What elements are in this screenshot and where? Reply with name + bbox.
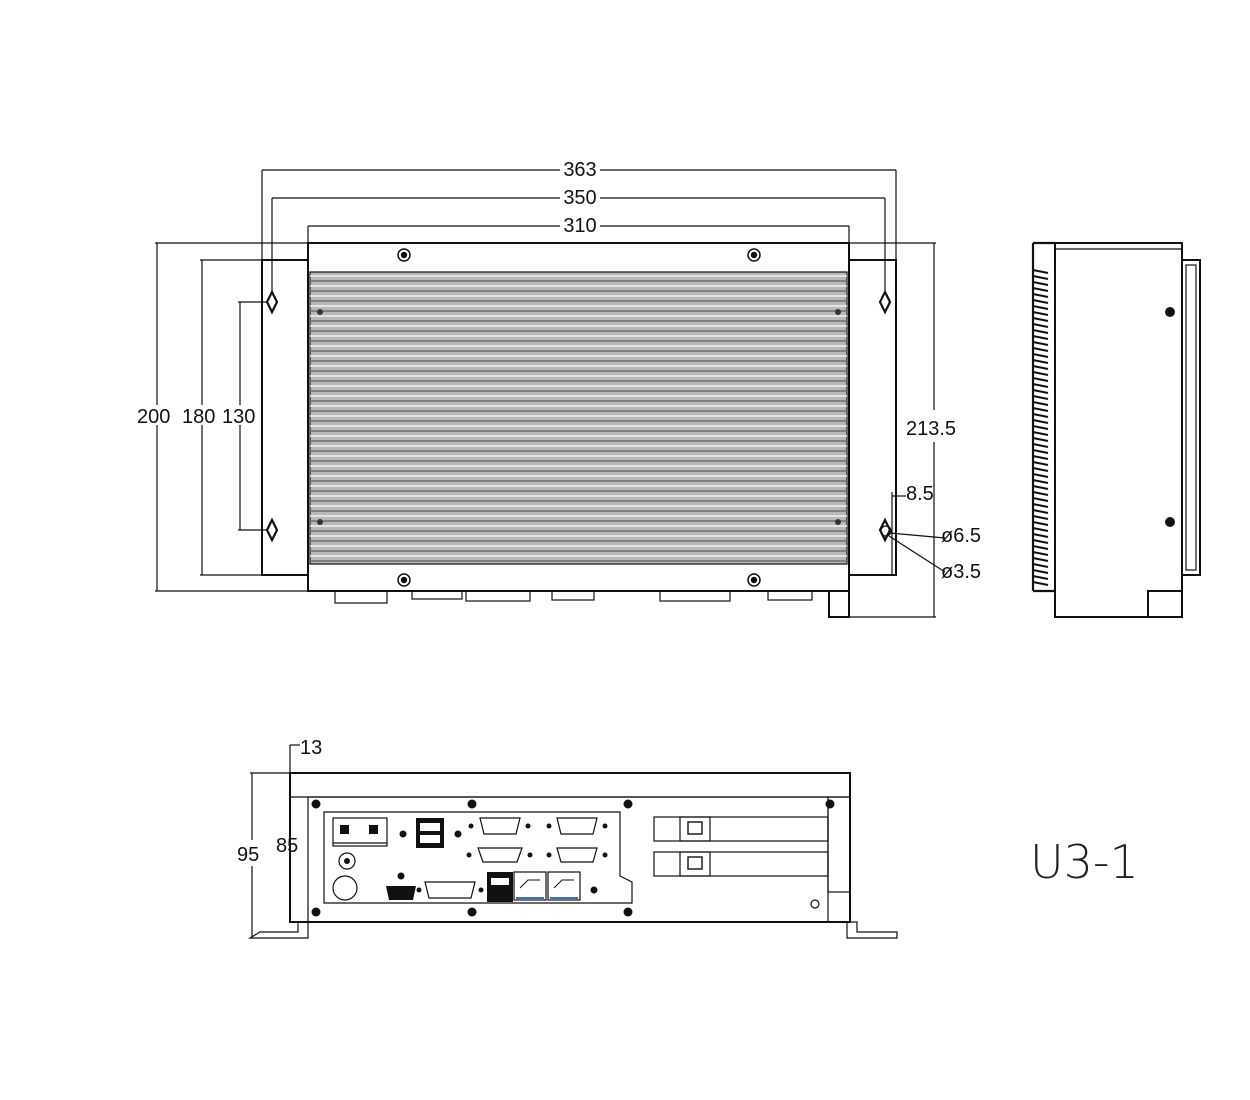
side-fin-line: [1032, 395, 1049, 400]
side-fin-line: [1032, 335, 1049, 340]
side-fin-line: [1032, 443, 1049, 448]
side-fin-line: [1032, 401, 1049, 406]
side-fin-line: [1032, 281, 1049, 286]
side-fin-line: [1032, 515, 1049, 520]
front-view: 13 95 85: [237, 737, 898, 939]
front-dimension-lines: [250, 744, 300, 938]
side-fin-line: [1032, 365, 1049, 370]
heatsink-screw: [317, 309, 323, 315]
screw: [747, 573, 761, 587]
side-fin-line: [1032, 353, 1049, 358]
side-fin-line: [1032, 491, 1049, 496]
heatsink-fins: [310, 275, 847, 562]
side-fin-line: [1032, 449, 1049, 454]
screw: [747, 248, 761, 262]
side-fin-line: [1032, 275, 1049, 280]
side-fin-line: [1032, 359, 1049, 364]
height-95-label: 95: [237, 844, 259, 866]
side-fin-line: [1032, 509, 1049, 514]
side-fin-line: [1032, 425, 1049, 430]
side-fin-line: [1032, 563, 1049, 568]
depth-213-5-label: 213.5: [906, 418, 956, 440]
flange-8-5-label: 8.5: [906, 483, 934, 505]
side-foot: [828, 590, 850, 618]
side-screw: [1165, 517, 1175, 527]
side-fin-line: [1032, 293, 1049, 298]
side-fin-line: [1032, 323, 1049, 328]
side-fin-line: [1032, 437, 1049, 442]
top-view: 363 350 310 200 180 130: [137, 158, 981, 618]
side-fin-line: [1032, 497, 1049, 502]
side-fin-line: [1032, 269, 1049, 274]
mounting-slot: [265, 289, 279, 315]
height-85-label: 85: [276, 835, 298, 857]
side-fin-line: [1032, 521, 1049, 526]
side-fin-line: [1032, 569, 1049, 574]
side-fin-line: [1032, 455, 1049, 460]
heatsink-screw: [835, 519, 841, 525]
side-fin-line: [1032, 311, 1049, 316]
side-fin-line: [1032, 557, 1049, 562]
right-foot: [846, 921, 898, 939]
side-fin-line: [1032, 341, 1049, 346]
mounting-slot: [878, 289, 892, 315]
side-fin-line: [1032, 347, 1049, 352]
height-200-label: 200: [137, 406, 170, 428]
side-fin-line: [1032, 479, 1049, 484]
side-fin-line: [1032, 461, 1049, 466]
heatsink-screw: [317, 519, 323, 525]
height-dimension-lines: [155, 242, 308, 592]
side-fin-line: [1032, 317, 1049, 322]
hole-6-5-label: ø6.5: [941, 525, 981, 547]
side-fin-line: [1032, 389, 1049, 394]
hole-3-5-label: ø3.5: [941, 561, 981, 583]
side-fin-line: [1032, 527, 1049, 532]
side-fin-line: [1032, 371, 1049, 376]
screw: [397, 248, 411, 262]
side-fin-line: [1032, 383, 1049, 388]
right-dimension-lines: [849, 242, 946, 618]
model-label: U3-1: [1030, 835, 1139, 889]
width-310-label: 310: [563, 215, 596, 237]
side-fin-line: [1032, 305, 1049, 310]
side-fin-line: [1032, 485, 1049, 490]
mounting-slot: [265, 517, 279, 543]
io-panel: [323, 811, 633, 904]
side-fin-line: [1032, 581, 1049, 586]
width-363-label: 363: [563, 159, 596, 181]
connector-outline: [334, 590, 813, 604]
side-fin-line: [1032, 575, 1049, 580]
side-view: [1031, 241, 1201, 618]
side-fin-line: [1032, 329, 1049, 334]
side-fin-line: [1032, 545, 1049, 550]
side-fin-line: [1032, 533, 1049, 538]
side-fin-line: [1032, 551, 1049, 556]
heatsink-screw: [835, 309, 841, 315]
side-fin-line: [1032, 431, 1049, 436]
side-fin-line: [1032, 413, 1049, 418]
side-fin-line: [1032, 503, 1049, 508]
side-fin-line: [1032, 407, 1049, 412]
left-foot: [247, 921, 309, 939]
side-fin-line: [1032, 287, 1049, 292]
side-fin-line: [1032, 473, 1049, 478]
side-fin-line: [1032, 377, 1049, 382]
side-fin-line: [1032, 539, 1049, 544]
side-screw: [1165, 307, 1175, 317]
side-fin-line: [1032, 419, 1049, 424]
side-fin-line: [1032, 299, 1049, 304]
side-heatsink-fins: [1032, 269, 1049, 586]
io-screws: [311, 799, 835, 917]
width-350-label: 350: [563, 187, 596, 209]
height-180-label: 180: [182, 406, 215, 428]
screw: [397, 573, 411, 587]
depth-13-label: 13: [300, 737, 322, 759]
side-fin-line: [1032, 467, 1049, 472]
height-130-label: 130: [222, 406, 255, 428]
